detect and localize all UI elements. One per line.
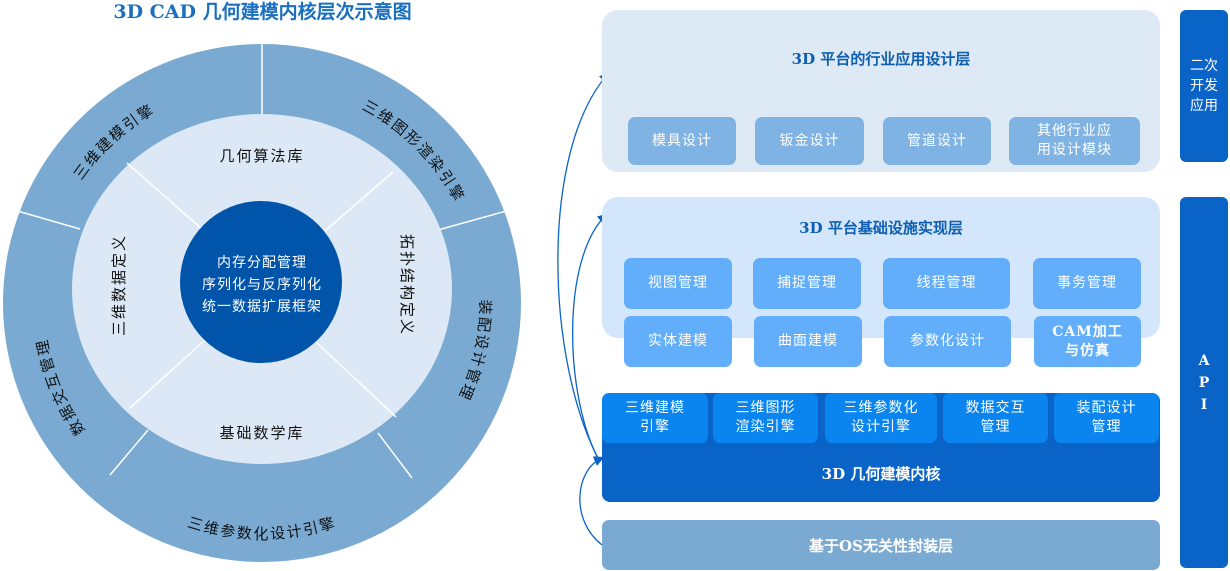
inner-ring-dividers bbox=[126, 162, 397, 418]
app-item-sheet-metal[interactable]: 钣金设计 bbox=[755, 117, 864, 165]
os-layer-title: 基于OS无关性封装层 bbox=[809, 537, 953, 555]
api-bar: A P I bbox=[1180, 197, 1228, 568]
app-item-other-industry[interactable]: 其他行业应 用设计模块 bbox=[1009, 117, 1140, 165]
arrow-to-kernel bbox=[579, 456, 605, 546]
infra-item-view[interactable]: 视图管理 bbox=[624, 258, 732, 309]
infra-item-cam[interactable]: CAM加工 与仿真 bbox=[1034, 316, 1141, 367]
app-item-pipe-design[interactable]: 管道设计 bbox=[883, 117, 991, 165]
infra-item-snap[interactable]: 捕捉管理 bbox=[753, 258, 861, 309]
diagram-title: 3D CAD 几何建模内核层次示意图 bbox=[113, 1, 412, 23]
kernel-item-data-exchange[interactable]: 数据交互 管理 bbox=[943, 393, 1048, 443]
kernel-item-modeling-engine[interactable]: 三维建模 引擎 bbox=[602, 393, 708, 443]
core-circle bbox=[180, 201, 342, 363]
infra-item-thread[interactable]: 线程管理 bbox=[883, 258, 1010, 309]
inner-label-math-library: 基础数学库 bbox=[219, 424, 304, 442]
outer-ring-dividers bbox=[13, 44, 511, 479]
connector-arrows bbox=[557, 72, 610, 546]
arrow-to-app-layer bbox=[557, 72, 610, 463]
core-label-data-extension: 统一数据扩展框架 bbox=[202, 299, 322, 315]
infra-layer-title: 3D 平台基础设施实现层 bbox=[799, 219, 963, 237]
kernel-title: 3D 几何建模内核 bbox=[821, 465, 941, 483]
kernel-item-parametric-engine[interactable]: 三维参数化 设计引擎 bbox=[825, 393, 937, 443]
secondary-dev-bar: 二次 开发 应用 bbox=[1180, 10, 1228, 162]
infra-item-transaction[interactable]: 事务管理 bbox=[1033, 258, 1141, 309]
inner-label-geometry-algorithms: 几何算法库 bbox=[219, 147, 304, 165]
kernel-item-rendering-engine[interactable]: 三维图形 渲染引擎 bbox=[713, 393, 818, 443]
infra-item-solid[interactable]: 实体建模 bbox=[624, 316, 732, 367]
inner-label-topology-definition: 拓扑结构定义 bbox=[398, 234, 416, 336]
app-layer-title: 3D 平台的行业应用设计层 bbox=[791, 50, 971, 68]
inner-label-3d-data-definition: 三维数据定义 bbox=[110, 234, 128, 336]
app-item-mold-design[interactable]: 模具设计 bbox=[628, 117, 736, 165]
arrow-to-infra-layer bbox=[572, 213, 608, 463]
infra-item-surface[interactable]: 曲面建模 bbox=[754, 316, 862, 367]
infra-item-parametric[interactable]: 参数化设计 bbox=[884, 316, 1011, 367]
os-layer-panel: 基于OS无关性封装层 bbox=[602, 520, 1160, 570]
core-label-serialization: 序列化与反序列化 bbox=[202, 277, 322, 293]
core-label-memory: 内存分配管理 bbox=[217, 255, 307, 271]
kernel-item-assembly[interactable]: 装配设计 管理 bbox=[1054, 393, 1159, 443]
kernel-circle-diagram: 内存分配管理 序列化与反序列化 统一数据扩展框架 几何算法库 基础数学库 三维数… bbox=[3, 44, 521, 562]
